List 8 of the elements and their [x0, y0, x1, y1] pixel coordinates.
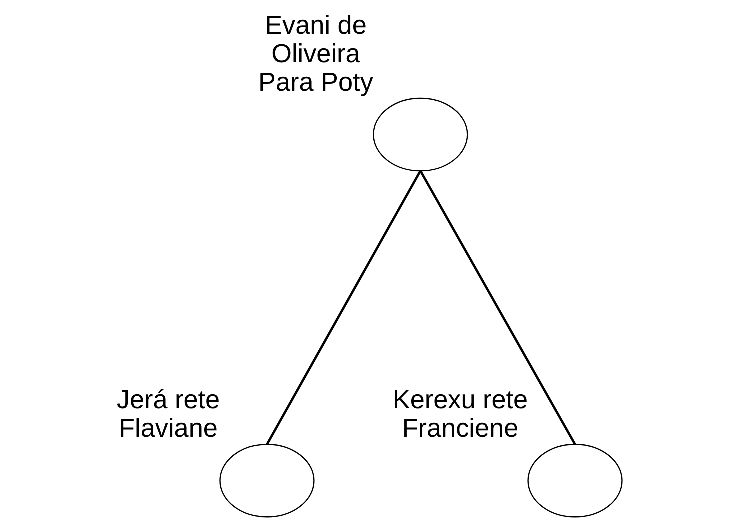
node-ellipse: [528, 444, 623, 518]
connector: [266, 170, 422, 446]
node-ellipse: [220, 444, 315, 518]
node-label: Jerá rete Flaviane: [116, 384, 220, 443]
node-label: Kerexu rete Franciene: [392, 384, 528, 443]
node-ellipse: [373, 98, 468, 172]
node-label: Evani de Oliveira Para Poty: [258, 10, 374, 97]
connector: [420, 170, 576, 446]
